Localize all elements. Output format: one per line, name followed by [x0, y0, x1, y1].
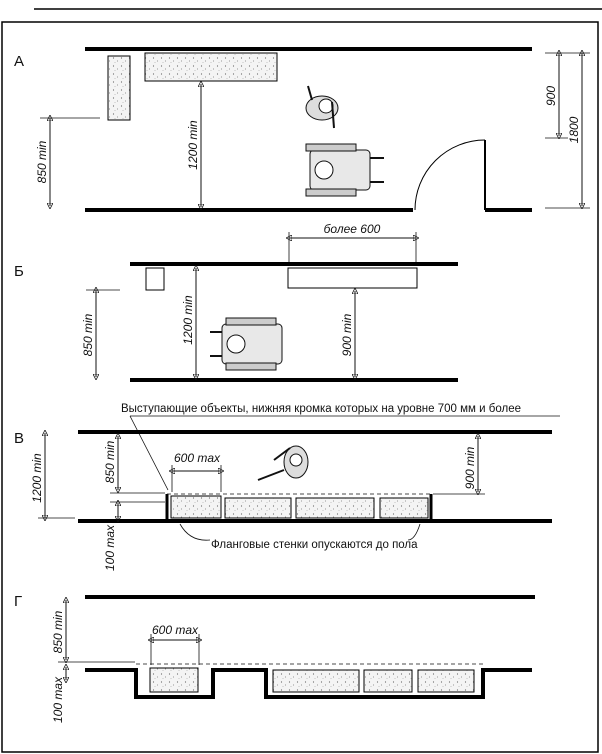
- section-g-letter: Г: [14, 593, 22, 610]
- walking-person-icon: [305, 85, 339, 129]
- dim-v-850: 850 min: [103, 440, 117, 483]
- dim-v-1200: 1200 min: [30, 453, 44, 503]
- dim-g-600-max: 600 max: [152, 623, 199, 637]
- section-b: Б более 600 850 min 1200 min 900 min: [14, 222, 458, 382]
- obstacle-niche-shelf: [149, 667, 199, 693]
- obstacle-bench: [144, 52, 278, 82]
- note-protruding-objects: Выступающие объекты, нижняя кромка котор…: [121, 403, 521, 415]
- section-v: В Выступающие объекты, нижняя кромка кот…: [14, 403, 560, 571]
- dim-a-900: 900: [544, 86, 558, 106]
- dim-b-850: 850 min: [81, 313, 95, 356]
- obstacle-shelf: [170, 495, 222, 519]
- wheelchair-icon: [210, 317, 283, 371]
- dim-g-100-max: 100 max: [51, 676, 65, 723]
- obstacle-niche-shelf: [272, 669, 360, 693]
- wall-with-niches: [85, 668, 532, 699]
- obstacle-cabinet: [107, 55, 131, 121]
- obstacle-shelf: [295, 497, 375, 519]
- obstacle-shelf: [379, 497, 429, 519]
- wheelchair-icon: [305, 143, 384, 197]
- section-b-letter: Б: [14, 263, 24, 280]
- dim-v-900: 900 min: [463, 446, 477, 489]
- dim-b-900: 900 min: [340, 313, 354, 356]
- dim-g-850: 850 min: [51, 610, 65, 653]
- dim-a-1200: 1200 min: [186, 120, 200, 170]
- obstacle-niche-shelf: [417, 669, 475, 693]
- dim-a-850: 850 min: [35, 140, 49, 183]
- obstacle-bench: [287, 267, 418, 289]
- dim-v-100-max: 100 max: [103, 524, 117, 571]
- section-v-letter: В: [14, 430, 24, 447]
- dim-v-600-max: 600 max: [174, 451, 221, 465]
- section-a: А 850 min 1200 min 900 1800: [14, 47, 590, 212]
- door-swing-arc: [414, 139, 486, 211]
- obstacle-post: [145, 267, 165, 291]
- section-a-letter: А: [14, 53, 24, 70]
- dim-a-1800: 1800: [567, 116, 581, 143]
- dim-b-over-600: более 600: [324, 222, 381, 236]
- section-g: Г 600 max 850 min 100 max: [14, 593, 535, 723]
- dim-b-1200: 1200 min: [181, 295, 195, 345]
- obstacle-shelf: [224, 497, 292, 519]
- obstacle-niche-shelf: [363, 669, 413, 693]
- note-flank-walls: Фланговые стенки опускаются до пола: [211, 539, 418, 551]
- page-frame: [1, 21, 599, 753]
- person-with-cane-icon: [257, 445, 309, 481]
